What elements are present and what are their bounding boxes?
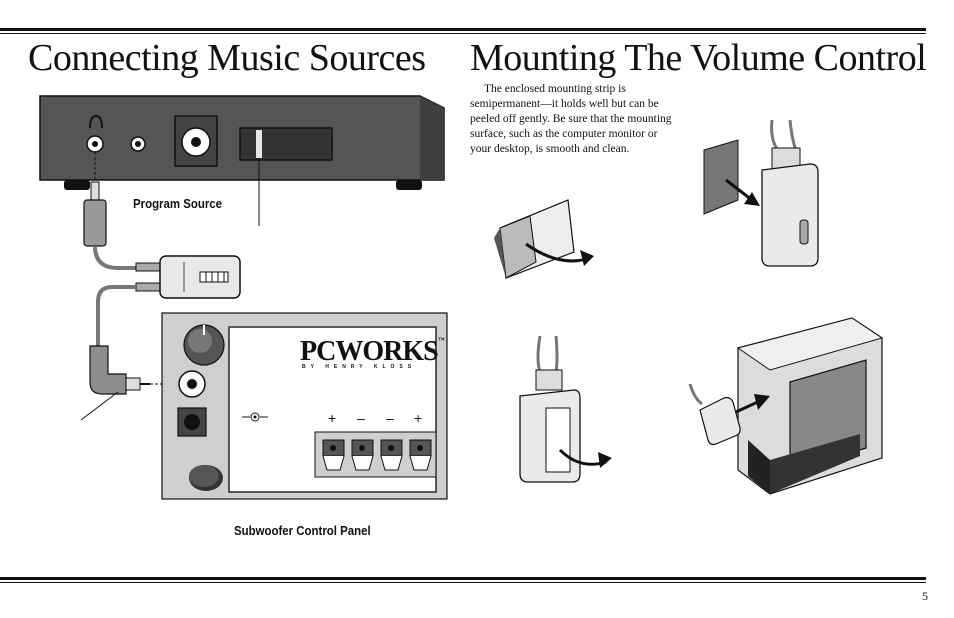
monitor-mounting-illustration: [688, 317, 884, 495]
bottom-rule-thick: [0, 577, 926, 580]
page-number: 5: [922, 589, 928, 603]
terminal-sign-4: +: [414, 410, 423, 426]
source-plug: [83, 152, 164, 270]
subwoofer-panel-label: Subwoofer Control Panel: [234, 523, 371, 538]
brand-name: PCWORKS: [300, 336, 439, 367]
terminal-sign-3: –: [386, 410, 394, 426]
plug-callout-line: [80, 391, 119, 421]
control-peel-illustration: [519, 335, 612, 483]
subwoofer-panel-illustration: [161, 312, 448, 500]
brand-logo: PCWORKS™: [300, 336, 445, 368]
left-page-title: Connecting Music Sources: [28, 37, 426, 79]
attach-strip-illustration: [703, 119, 819, 267]
right-page-title: Mounting The Volume Control: [470, 37, 927, 79]
cable-to-subwoofer: [96, 285, 136, 350]
program-source-illustration: [39, 95, 445, 190]
peel-strip-illustration: [494, 199, 594, 279]
brand-subtitle: BY HENRY KLOSS: [302, 364, 417, 370]
mounting-instructions: The enclosed mounting strip is semiperma…: [470, 82, 680, 157]
right-angle-plug: [89, 345, 182, 395]
top-rule-thick: [0, 28, 926, 31]
top-rule-thin: [0, 33, 926, 34]
terminal-sign-1: +: [328, 410, 337, 426]
brand-trademark: ™: [437, 336, 445, 344]
bottom-rule-thin: [0, 582, 926, 583]
terminal-sign-2: –: [357, 410, 365, 426]
mounting-paragraph: The enclosed mounting strip is semiperma…: [470, 83, 672, 155]
volume-control-illustration: [135, 255, 241, 299]
program-source-label: Program Source: [133, 196, 223, 211]
